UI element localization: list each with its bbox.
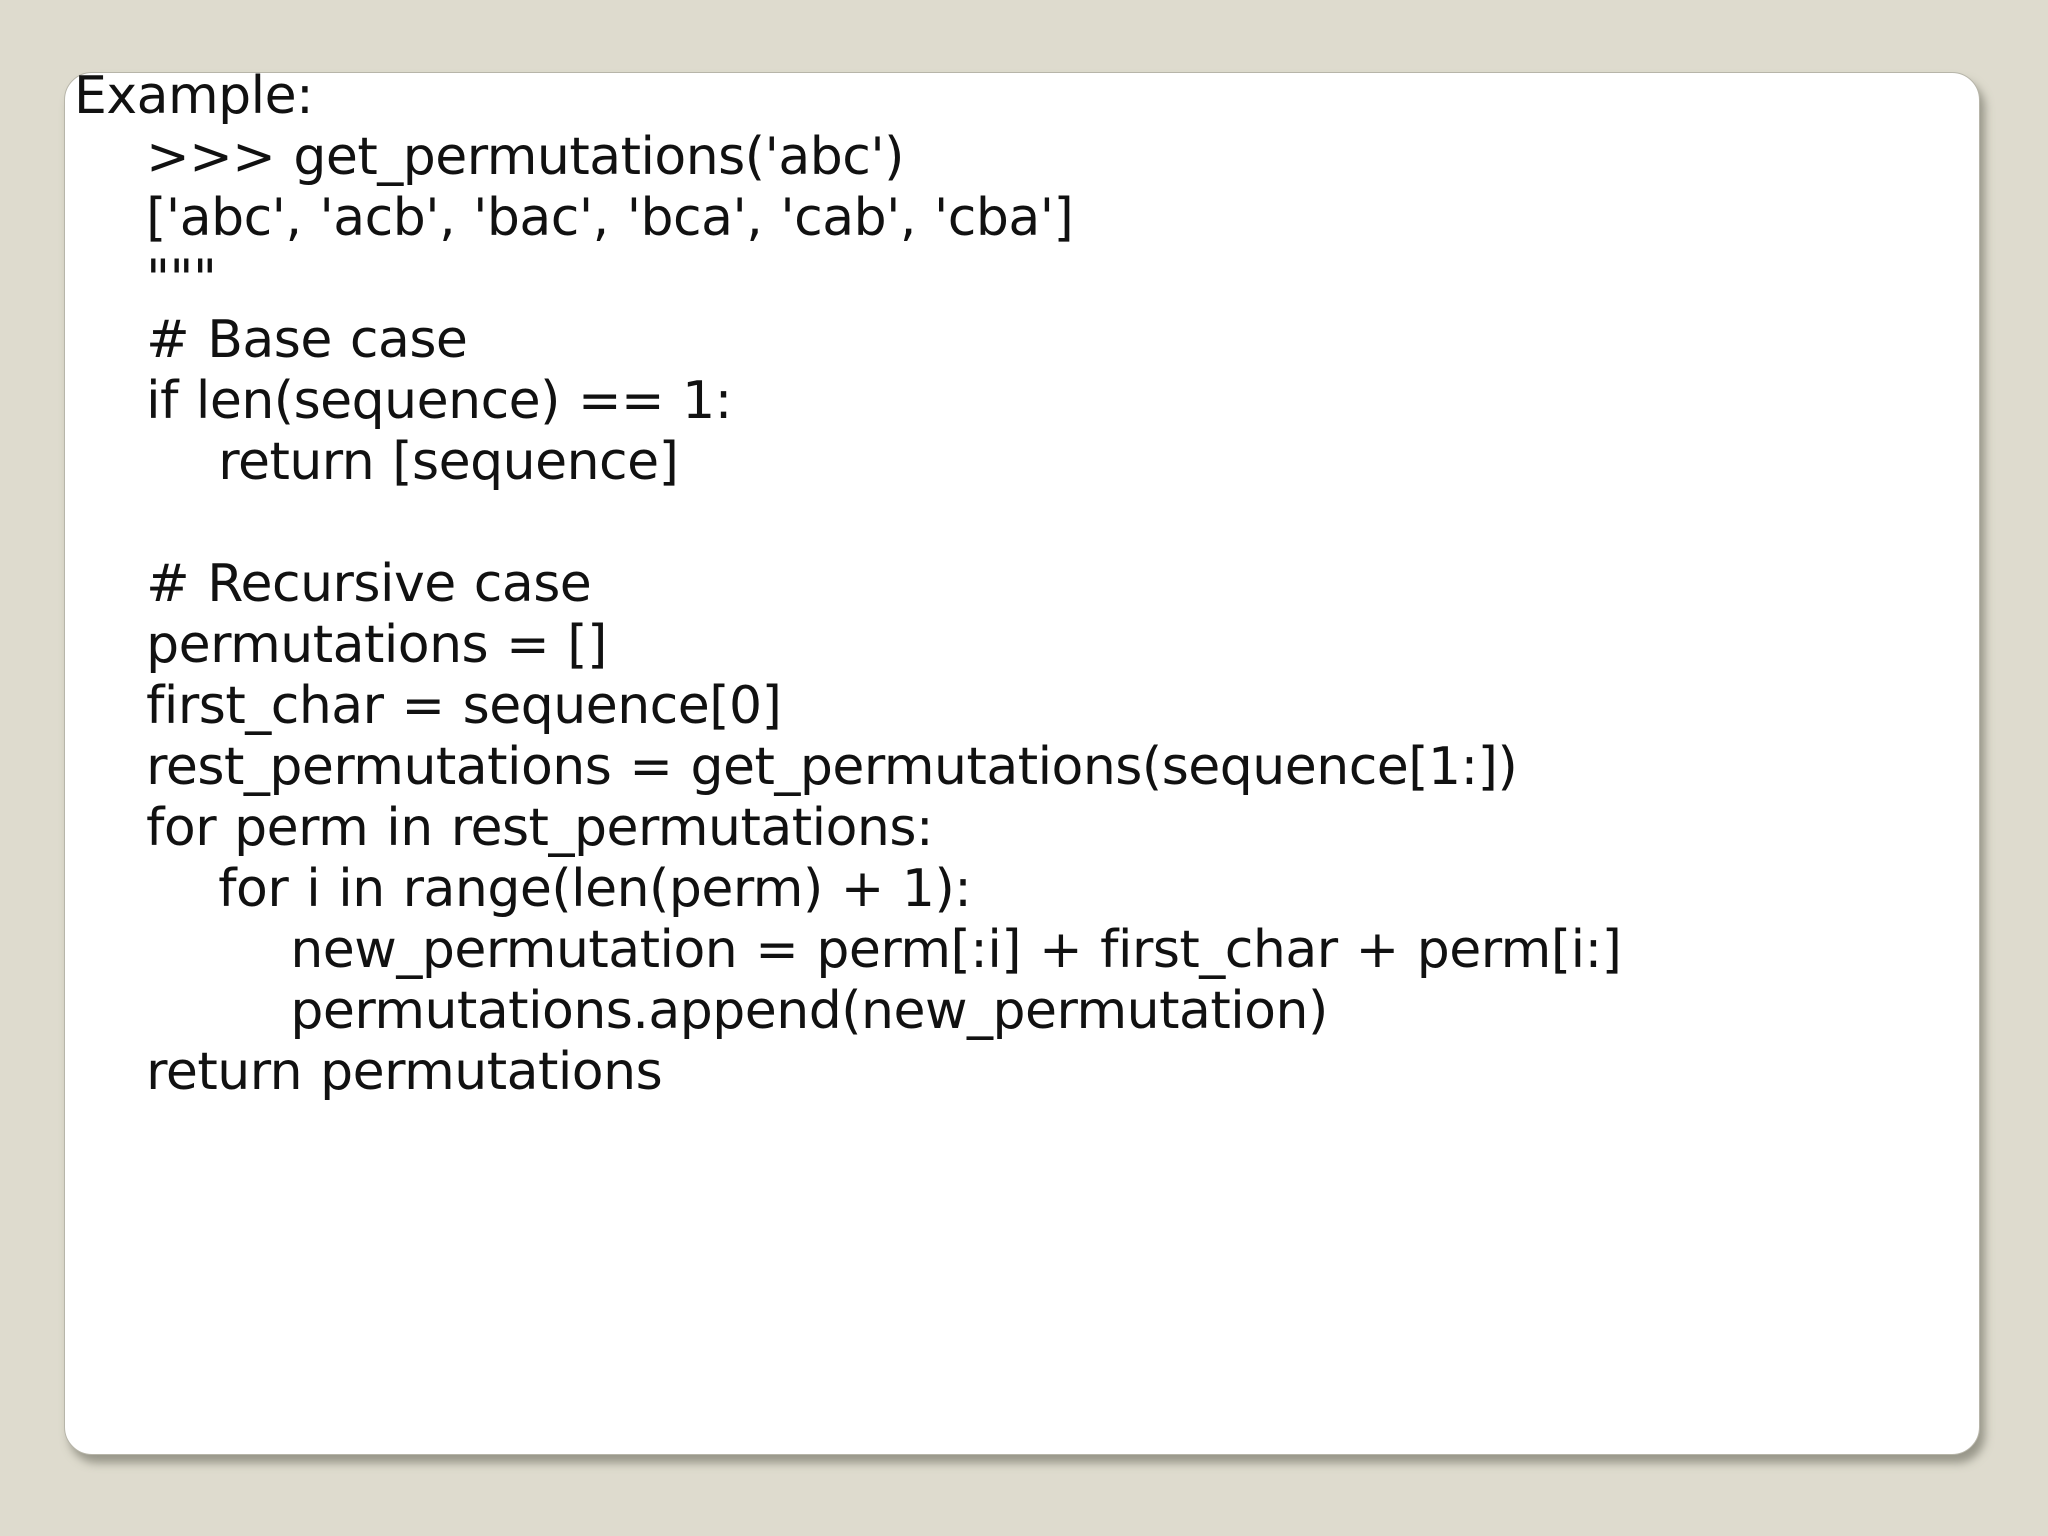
code-line: # Recursive case [74, 554, 592, 614]
code-line: ['abc', 'acb', 'bac', 'bca', 'cab', 'cba… [74, 188, 1074, 248]
code-line: return [sequence] [74, 432, 679, 492]
code-line: """ [74, 249, 217, 309]
code-line: rest_permutations = get_permutations(seq… [74, 737, 1518, 797]
code-line: permutations = [] [74, 615, 607, 675]
code-line: permutations.append(new_permutation) [74, 981, 1328, 1041]
code-card: Example: >>> get_permutations('abc') ['a… [64, 66, 1980, 1455]
code-line: # Base case [74, 310, 468, 370]
code-line: if len(sequence) == 1: [74, 371, 732, 431]
code-line-blank [74, 493, 1974, 554]
code-line: for i in range(len(perm) + 1): [74, 859, 972, 919]
code-block: Example: >>> get_permutations('abc') ['a… [74, 66, 1974, 1103]
code-line: Example: [74, 66, 314, 126]
code-line: >>> get_permutations('abc') [74, 127, 904, 187]
code-line: new_permutation = perm[:i] + first_char … [74, 920, 1622, 980]
code-line: for perm in rest_permutations: [74, 798, 933, 858]
code-line: return permutations [74, 1042, 663, 1102]
code-line: first_char = sequence[0] [74, 676, 782, 736]
